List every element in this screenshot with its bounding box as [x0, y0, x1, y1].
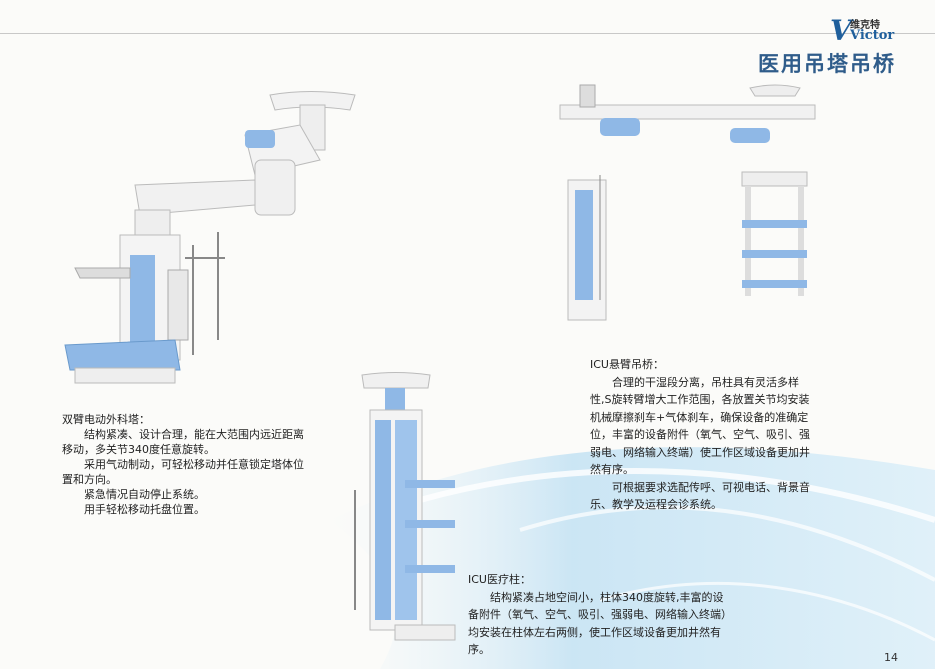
section-paragraph: 可根据要求选配传呼、可视电话、背景音乐、教学及运程会诊系统。	[590, 480, 810, 512]
wave-decoration	[330, 447, 935, 669]
section-icu-column: ICU医疗柱： 结构紧凑占地空间小，柱体340度旋转,丰富的设备附件（氧气、空气…	[468, 571, 733, 659]
brand-logo: V 维克特 Victor	[830, 14, 910, 47]
section-heading: ICU医疗柱：	[468, 573, 531, 586]
page-number: 14	[884, 651, 898, 664]
section-surgical-tower: 双臂电动外科塔： 结构紧凑、设计合理，能在大范围内远近距离移动，多关节340度任…	[62, 412, 312, 517]
surgical-tower-image	[64, 91, 356, 384]
icu-bridge-image	[559, 84, 816, 321]
header-rule	[0, 33, 935, 34]
section-heading: 双臂电动外科塔：	[62, 413, 150, 426]
logo-chinese-name: 维克特	[850, 20, 880, 31]
logo-v-mark: V	[830, 14, 852, 47]
section-paragraph: 用手轻松移动托盘位置。	[84, 503, 205, 516]
section-paragraph: 采用气动制动，可轻松移动并任意锁定塔体位置和方向。	[62, 458, 304, 486]
section-heading: ICU悬臂吊桥：	[590, 358, 664, 371]
section-paragraph: 结构紧凑占地空间小，柱体340度旋转,丰富的设备附件（氧气、空气、吸引、强弱电、…	[468, 590, 732, 657]
section-paragraph: 合理的干湿段分离，吊柱具有灵活多样性,S旋转臂增大工作范围，各放置关节均安装机械…	[590, 375, 810, 477]
page-title: 医用吊塔吊桥	[758, 52, 896, 76]
section-icu-bridge: ICU悬臂吊桥： 合理的干湿段分离，吊柱具有灵活多样性,S旋转臂增大工作范围，各…	[590, 356, 820, 514]
logo-english-name: Victor	[850, 28, 895, 43]
section-paragraph: 结构紧凑、设计合理，能在大范围内远近距离移动，多关节340度任意旋转。	[62, 428, 304, 456]
section-paragraph: 紧急情况自动停止系统。	[84, 488, 205, 501]
icu-column-image	[354, 372, 456, 641]
